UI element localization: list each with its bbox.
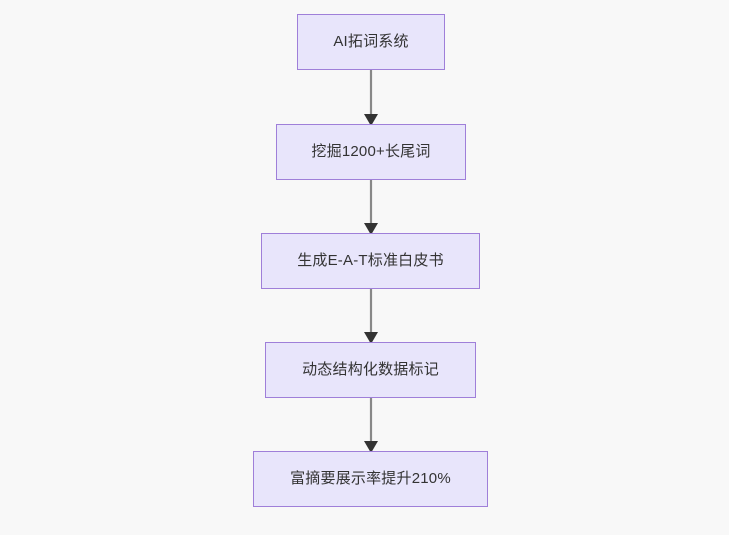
flow-node-ai-keyword-system[interactable]: AI拓词系统 — [297, 14, 445, 70]
flow-edge-3 — [364, 285, 378, 344]
flow-node-label: 生成E-A-T标准白皮书 — [297, 252, 444, 269]
flow-node-label: 挖掘1200+长尾词 — [311, 143, 431, 160]
flow-node-rich-snippet-rate-increase[interactable]: 富摘要展示率提升210% — [253, 451, 488, 507]
flow-node-label: 富摘要展示率提升210% — [290, 470, 451, 487]
flow-node-label: 动态结构化数据标记 — [302, 361, 439, 378]
flow-edge-4 — [364, 394, 378, 453]
flow-node-generate-eat-whitepaper[interactable]: 生成E-A-T标准白皮书 — [261, 233, 480, 289]
flow-node-dynamic-structured-data-markup[interactable]: 动态结构化数据标记 — [265, 342, 476, 398]
flow-node-mine-longtail-keywords[interactable]: 挖掘1200+长尾词 — [276, 124, 466, 180]
flow-edge-1 — [364, 66, 378, 126]
flow-node-label: AI拓词系统 — [333, 33, 409, 50]
flow-edge-2 — [364, 176, 378, 235]
